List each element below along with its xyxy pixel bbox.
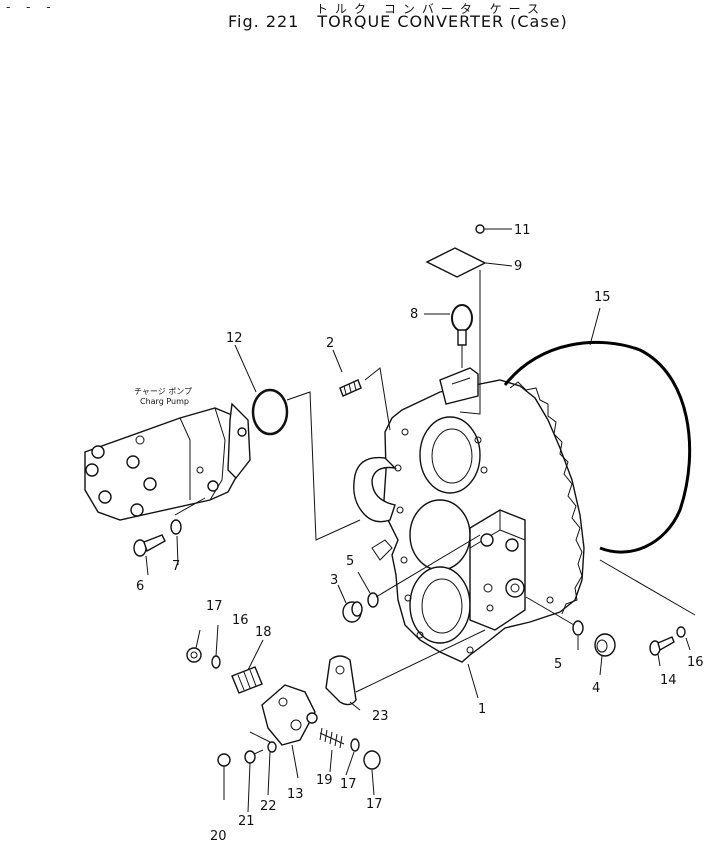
cover-plate-7 bbox=[425, 247, 487, 278]
pump-label-en: Charg Pump bbox=[140, 397, 189, 406]
converter-case bbox=[383, 367, 585, 663]
pump-label-jp: チャージ ポンプ bbox=[134, 387, 192, 396]
o-ring-16-lower bbox=[350, 738, 360, 752]
figure-title-main: TORQUE CONVERTER bbox=[317, 12, 505, 31]
spring-18 bbox=[231, 666, 263, 694]
bolt-20 bbox=[217, 753, 231, 767]
large-o-ring bbox=[503, 340, 692, 554]
callout-20: 20 bbox=[210, 829, 227, 841]
callout-15: 13 bbox=[287, 787, 304, 802]
plug-3 bbox=[342, 601, 363, 623]
callout-19: 19 bbox=[316, 773, 333, 788]
callout-3: 3 bbox=[330, 573, 338, 588]
washer-22 bbox=[267, 741, 277, 753]
figure-title: Fig. 221 TORQUE CONVERTER (Case) bbox=[228, 12, 568, 31]
plug-17-upper bbox=[186, 647, 202, 663]
callouts: 11 9 8 15 12 2 3 5 5 4 14 16 1 23 6 7 17… bbox=[136, 223, 704, 841]
callout-5-lower: 5 bbox=[554, 657, 562, 672]
o-ring-5-lower bbox=[572, 620, 584, 636]
callout-1: 1 bbox=[478, 702, 486, 717]
cover-23 bbox=[325, 655, 357, 706]
o-ring-9 bbox=[251, 388, 289, 436]
corner-marks: - - - bbox=[6, 0, 57, 14]
figure-number: Fig. 221 bbox=[228, 12, 300, 31]
callout-10: 6 bbox=[136, 579, 144, 594]
callout-7: 9 bbox=[514, 259, 522, 274]
spring-19 bbox=[319, 727, 345, 749]
bolt-12 bbox=[649, 636, 675, 656]
callout-14: 15 bbox=[594, 290, 611, 305]
leader-lines bbox=[145, 228, 696, 813]
washer-13 bbox=[676, 626, 686, 638]
title-japanese: トルク コンバータ ケース bbox=[316, 2, 547, 16]
callout-23: 23 bbox=[372, 709, 389, 724]
callout-13: 16 bbox=[687, 655, 704, 670]
callout-16-upper: 16 bbox=[232, 613, 249, 628]
o-ring-5-upper bbox=[367, 592, 379, 608]
stud-2 bbox=[339, 379, 362, 397]
bolt-21 bbox=[244, 749, 264, 764]
callout-8: 11 bbox=[514, 223, 531, 238]
pump-gasket bbox=[353, 456, 397, 561]
callout-12: 14 bbox=[660, 673, 677, 688]
callout-11: 7 bbox=[172, 559, 180, 574]
callout-4: 4 bbox=[592, 681, 600, 696]
callout-22: 22 bbox=[260, 799, 277, 814]
bolt-10 bbox=[133, 534, 166, 557]
callout-9: 12 bbox=[226, 331, 243, 346]
o-ring-16-upper bbox=[211, 655, 221, 669]
callout-5-upper: 5 bbox=[346, 554, 354, 569]
callout-16-lower: 17 bbox=[340, 777, 357, 792]
charge-pump bbox=[84, 402, 251, 521]
valve-body-15 bbox=[261, 684, 318, 746]
callout-17-upper: 17 bbox=[206, 599, 223, 614]
callout-17-lower: 17 bbox=[366, 797, 383, 812]
callout-18: 18 bbox=[255, 625, 272, 640]
plug-4 bbox=[594, 633, 616, 657]
callout-21: 21 bbox=[238, 814, 255, 829]
washer-11 bbox=[170, 519, 182, 535]
callout-2: 2 bbox=[326, 336, 334, 351]
bolt-8 bbox=[475, 224, 496, 234]
eye-bolt-6 bbox=[451, 304, 473, 346]
plug-17-lower bbox=[363, 750, 381, 770]
figure-title-sub: (Case) bbox=[510, 12, 568, 31]
callout-6: 8 bbox=[410, 307, 418, 322]
